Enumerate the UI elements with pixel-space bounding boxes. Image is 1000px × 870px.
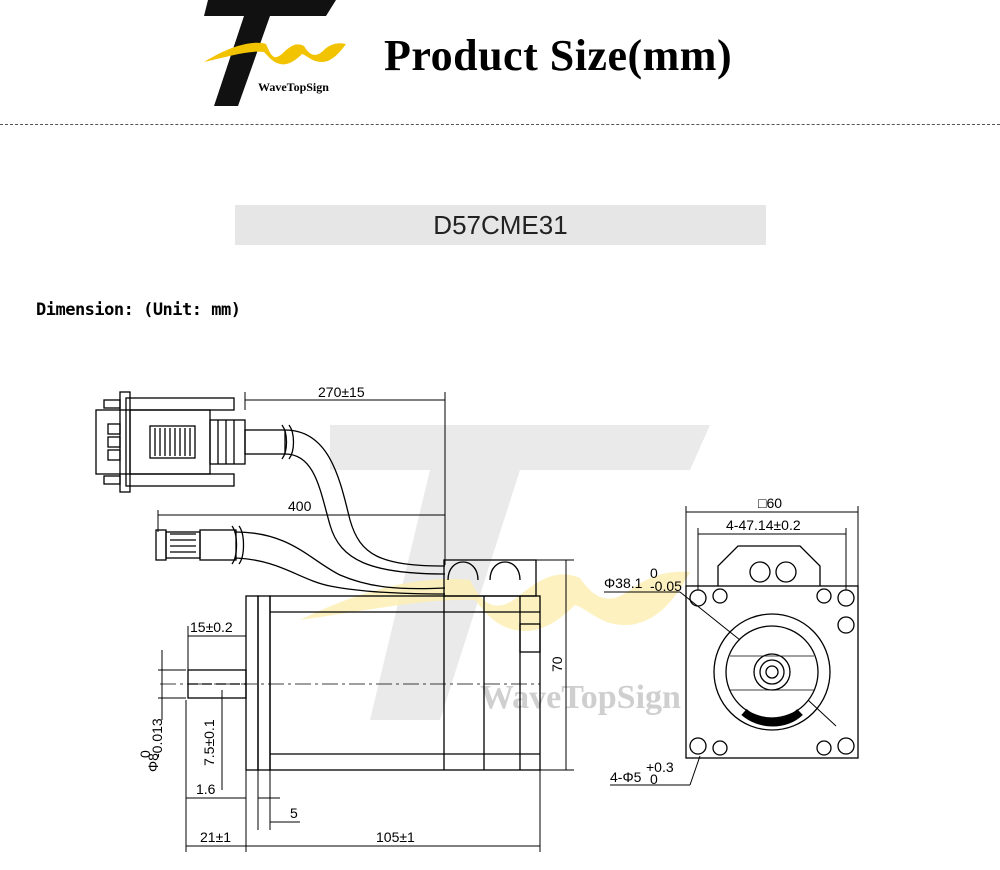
model-name: D57CME31 <box>433 209 568 240</box>
motor-side-view <box>160 559 541 771</box>
dimension-heading: Dimension: (Unit: mm) <box>36 300 241 320</box>
dim-body-length: 105±1 <box>376 829 415 845</box>
motor-front-view <box>685 545 859 759</box>
dim-pilot-tol-upper: 0 <box>650 565 658 581</box>
logo-text: WaveTopSign <box>258 80 329 94</box>
watermark-text: WaveTopSign <box>480 679 681 716</box>
dim-hole-diameter: 4-Φ5 <box>610 769 642 785</box>
dim-pilot-diameter: Φ38.1 <box>604 575 643 591</box>
dim-hole-tol-lower: 0 <box>650 771 658 787</box>
watermark: WaveTopSign <box>300 425 710 720</box>
dim-flange-square: □60 <box>758 495 782 511</box>
dim-shaft-length: 21±1 <box>200 829 231 845</box>
dim-cable-length-1: 270±15 <box>318 384 365 400</box>
dim-spigot-depth: 5 <box>290 805 298 821</box>
dim-cable-length-2: 400 <box>288 498 312 514</box>
dim-shaft-diameter: Φ8 <box>145 753 161 772</box>
model-name-bar: D57CME31 <box>235 205 766 245</box>
dim-pilot-tol-lower: -0.05 <box>650 578 682 594</box>
page-title: Product Size(mm) <box>384 31 733 80</box>
dim-flat-height: 7.5±0.1 <box>201 719 217 766</box>
dim-shaft-diameter-tol-lower: -0.013 <box>149 718 165 758</box>
dim-shaft-diameter-tol-upper: 0 <box>137 750 153 758</box>
dim-shaft-flat-length: 15±0.2 <box>190 619 233 635</box>
dim-body-height: 70 <box>549 656 565 672</box>
header-divider <box>0 124 1000 125</box>
power-cable-terminals <box>155 529 237 561</box>
brand-logo <box>204 0 346 106</box>
dim-hole-tol-upper: +0.3 <box>646 759 674 775</box>
dim-flange-thickness: 1.6 <box>196 781 216 797</box>
db9-connector <box>95 391 286 493</box>
dim-hole-spacing: 4-47.14±0.2 <box>726 517 801 533</box>
